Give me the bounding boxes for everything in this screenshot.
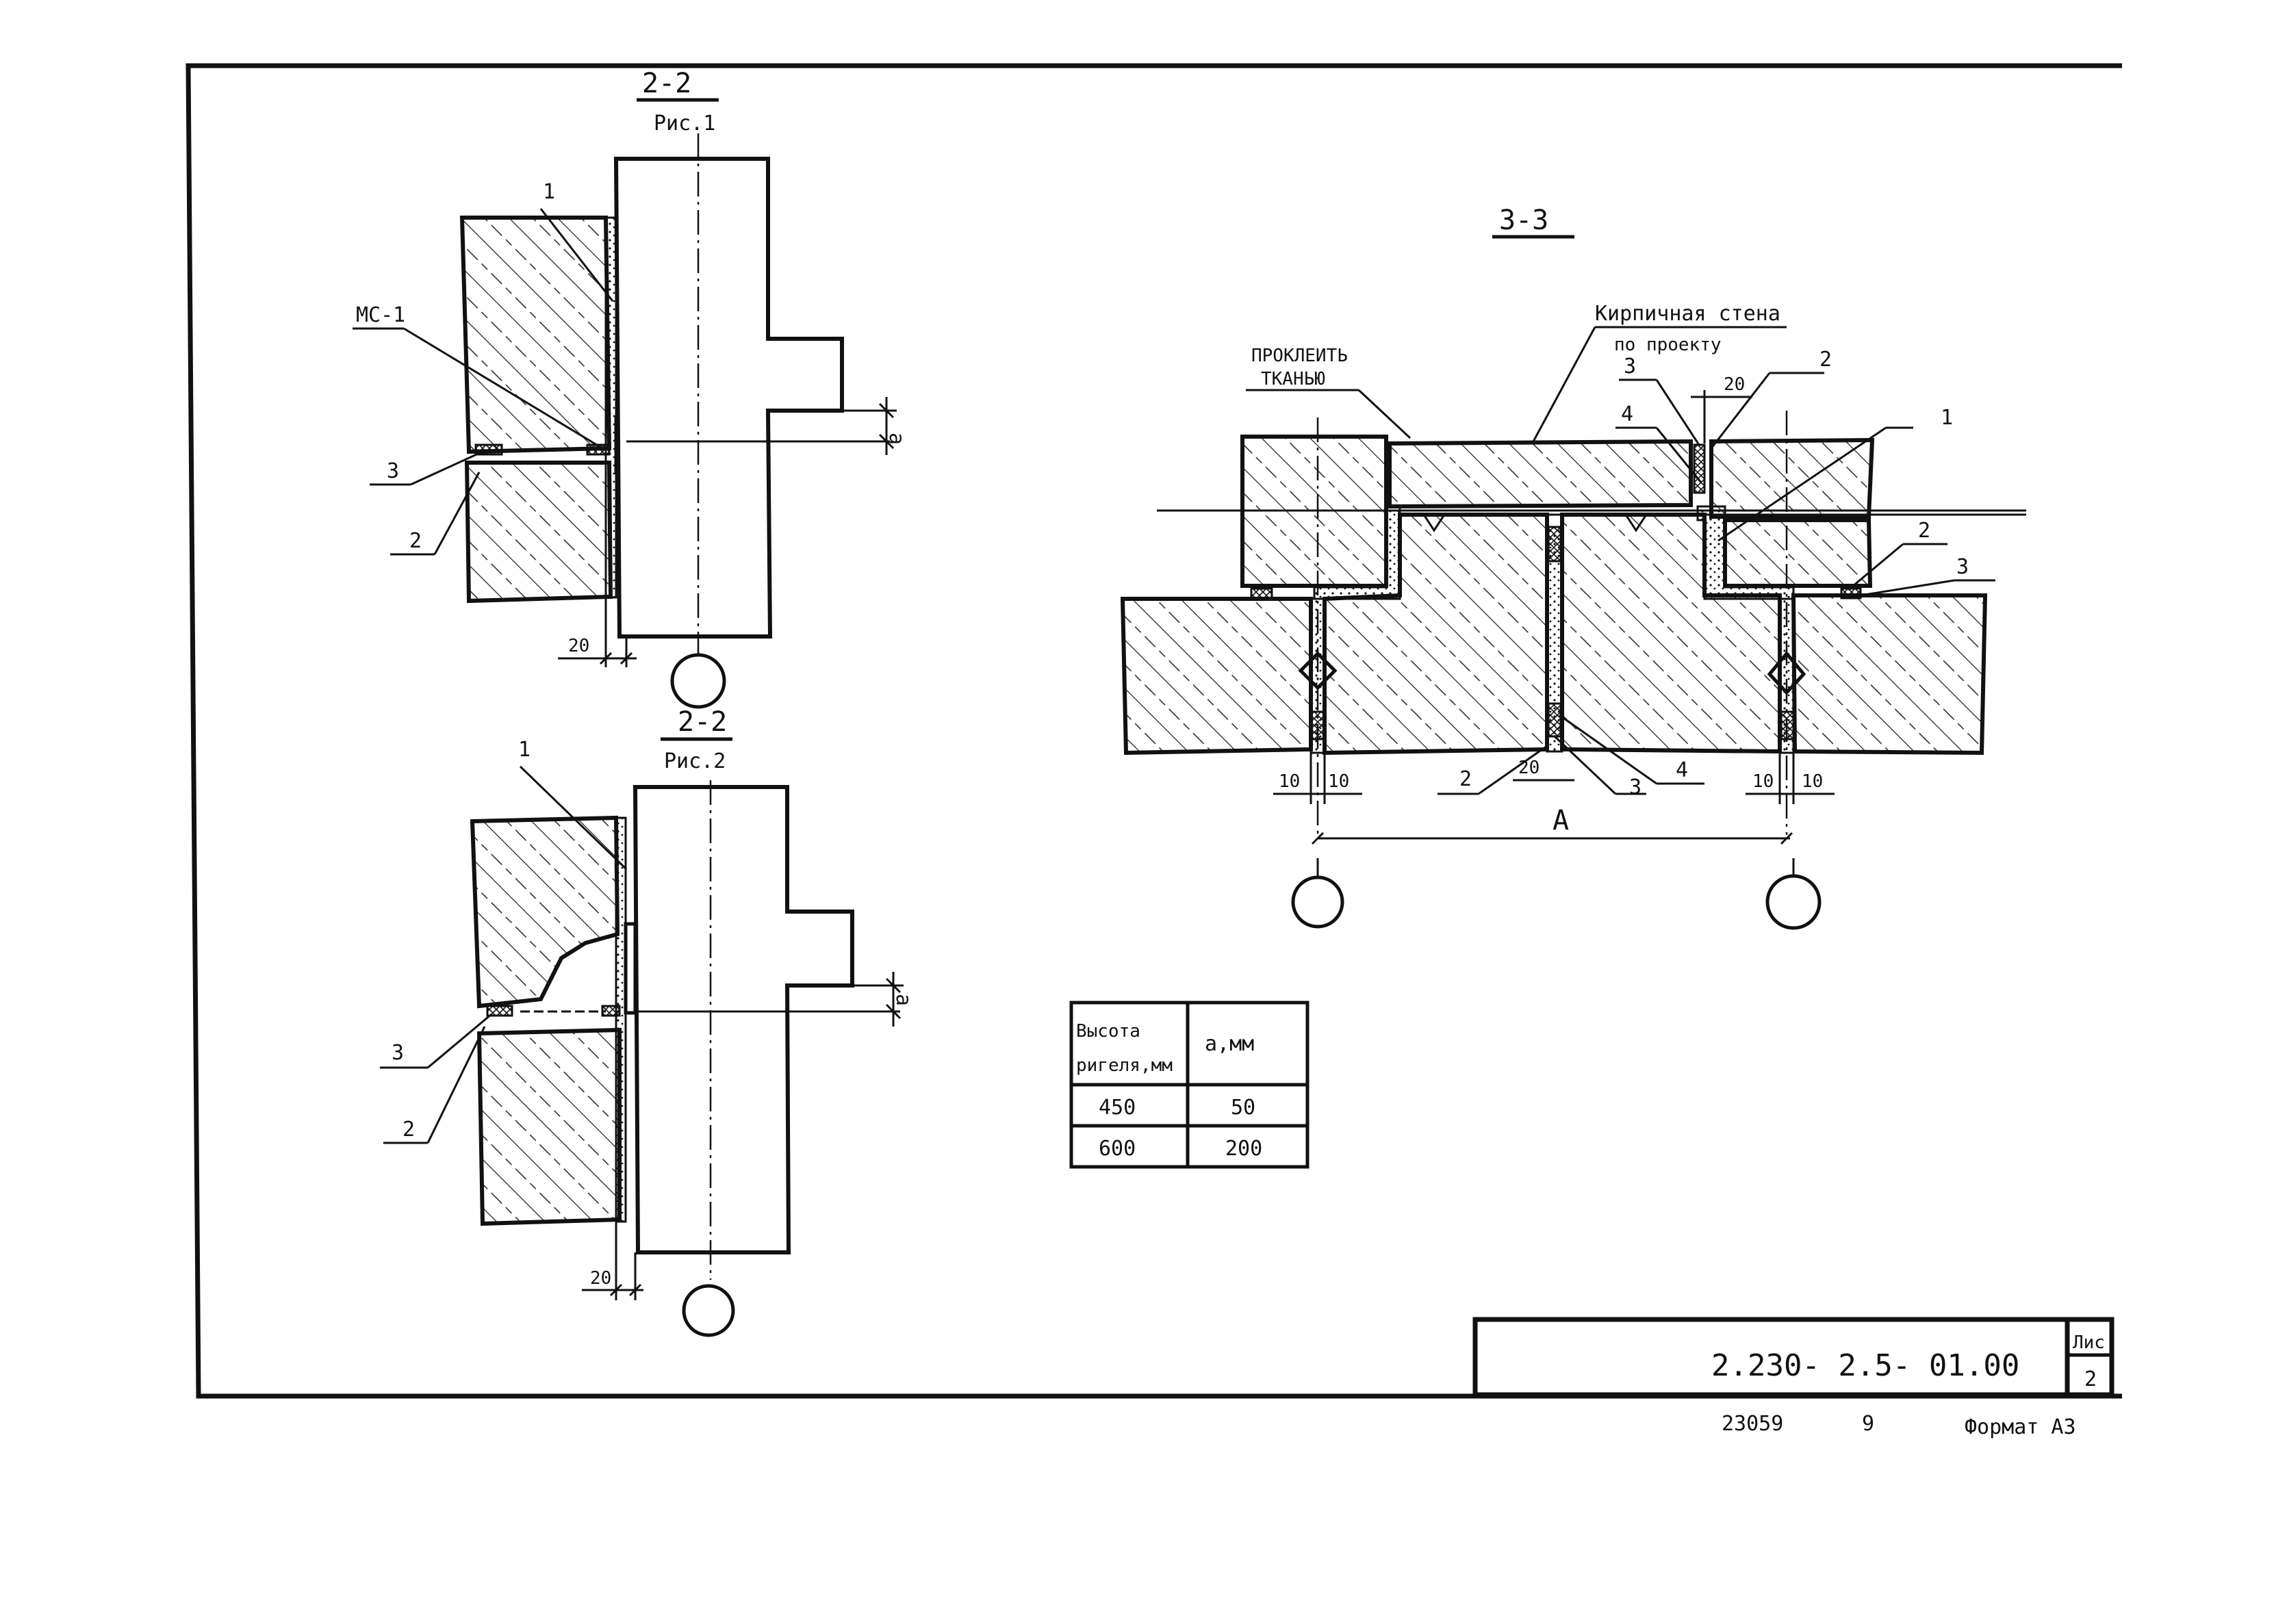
callout-1: 1 bbox=[1941, 406, 1953, 430]
callout-2c: 2 bbox=[1459, 767, 1472, 791]
footer-format: Формат А3 bbox=[1965, 1415, 2076, 1439]
dim-a: a bbox=[891, 994, 915, 1006]
axis-marker-right bbox=[1765, 874, 1822, 930]
sheet-number: 2 bbox=[2084, 1367, 2097, 1391]
footer-number: 23059 bbox=[1722, 1412, 1783, 1436]
callout-1: 1 bbox=[518, 738, 531, 762]
column bbox=[633, 785, 854, 1254]
table-cell-height: 450 bbox=[1099, 1096, 1136, 1120]
mortar-layer bbox=[615, 816, 627, 1223]
seal-gasket-left bbox=[486, 1005, 513, 1017]
brick-wall-top bbox=[1388, 439, 1693, 509]
callout-4a: 4 bbox=[1621, 402, 1633, 426]
table-header-height-1: Высота bbox=[1076, 1021, 1140, 1042]
section-title: 2-2 bbox=[678, 706, 727, 738]
dim-20b: 20 bbox=[1518, 758, 1540, 778]
table-cell-height: 600 bbox=[1099, 1137, 1136, 1161]
dim-10c: 10 bbox=[1752, 771, 1774, 792]
lower-wall-slab bbox=[1120, 597, 1313, 756]
section-2-2-fig1: 2-2 Рис.1 a 20 1 МС- bbox=[353, 68, 908, 709]
brick-block-lower bbox=[464, 461, 613, 604]
section-3-3: 3-3 bbox=[1120, 205, 2026, 930]
label-brick-wall-1: Кирпичная стена bbox=[1595, 302, 1780, 326]
table-header-height-2: ригеля,мм bbox=[1076, 1055, 1173, 1076]
label-prokleit-2: ТКАНЬЮ bbox=[1261, 369, 1325, 389]
section-title: 2-2 bbox=[642, 68, 691, 99]
drawing-code: 2.230- 2.5- 01.00 bbox=[1711, 1348, 2019, 1383]
upper-block-right-lower bbox=[1723, 518, 1873, 588]
brick-block-upper bbox=[470, 815, 620, 1009]
dim-A: A bbox=[1553, 805, 1569, 836]
section-title: 3-3 bbox=[1499, 205, 1548, 236]
embedded-plate bbox=[624, 922, 637, 1015]
callout-3b: 3 bbox=[1956, 555, 1969, 579]
callout-2: 2 bbox=[403, 1118, 415, 1142]
callout-ms1: МС-1 bbox=[356, 303, 405, 327]
seal-left-top bbox=[1250, 587, 1273, 600]
table-header-a: a,мм bbox=[1205, 1032, 1254, 1056]
seal-wall bbox=[1693, 443, 1706, 494]
dim-20: 20 bbox=[590, 1268, 611, 1289]
label-prokleit-1: ПРОКЛЕИТЬ bbox=[1251, 346, 1348, 366]
callout-3: 3 bbox=[387, 459, 399, 483]
seal-center bbox=[1547, 526, 1562, 563]
table-cell-a: 50 bbox=[1231, 1096, 1255, 1120]
axis-marker bbox=[670, 653, 726, 709]
seal-center-bottom bbox=[1547, 702, 1562, 738]
column bbox=[613, 157, 844, 639]
dim-20a: 20 bbox=[1724, 374, 1745, 395]
table-cell-a: 200 bbox=[1225, 1137, 1262, 1161]
upper-block-right bbox=[1709, 437, 1875, 519]
dim-20: 20 bbox=[568, 636, 589, 656]
footer: 23059 9 Формат А3 bbox=[1722, 1412, 2076, 1439]
callout-3c: 3 bbox=[1629, 775, 1641, 799]
dim-10a: 10 bbox=[1279, 771, 1300, 792]
brick-block-upper bbox=[459, 216, 612, 454]
dim-10b: 10 bbox=[1328, 771, 1349, 792]
dim-a: a bbox=[884, 433, 908, 445]
callout-2: 2 bbox=[409, 529, 422, 553]
lower-wall-slab-right bbox=[1791, 593, 1988, 756]
parameters-table: Высота ригеля,мм a,мм 450 50 600 200 bbox=[1069, 1001, 1310, 1169]
sheet-label: Лис bbox=[2073, 1332, 2105, 1353]
axis-marker bbox=[682, 1284, 735, 1337]
callout-2a: 2 bbox=[1819, 348, 1832, 372]
label-brick-wall-2: по проекту bbox=[1614, 335, 1722, 355]
brick-block-lower bbox=[476, 1027, 622, 1226]
dim-10d: 10 bbox=[1802, 771, 1823, 792]
sheet-frame bbox=[186, 63, 2122, 1399]
callout-3a: 3 bbox=[1624, 355, 1636, 378]
section-subtitle: Рис.2 bbox=[664, 749, 726, 773]
section-subtitle: Рис.1 bbox=[654, 112, 715, 136]
callout-4b: 4 bbox=[1676, 758, 1688, 782]
callout-3: 3 bbox=[392, 1041, 404, 1065]
seal-right-top bbox=[1840, 587, 1862, 600]
callout-2b: 2 bbox=[1918, 519, 1930, 543]
footer-page: 9 bbox=[1862, 1412, 1874, 1436]
callout-1: 1 bbox=[543, 180, 555, 204]
axis-marker-left bbox=[1291, 875, 1344, 929]
mortar-layer bbox=[604, 216, 617, 599]
title-block: 2.230- 2.5- 01.00 Лис 2 bbox=[1472, 1317, 2115, 1397]
section-2-2-fig2: 2-2 Рис.2 a 20 1 3 2 bbox=[380, 706, 915, 1337]
